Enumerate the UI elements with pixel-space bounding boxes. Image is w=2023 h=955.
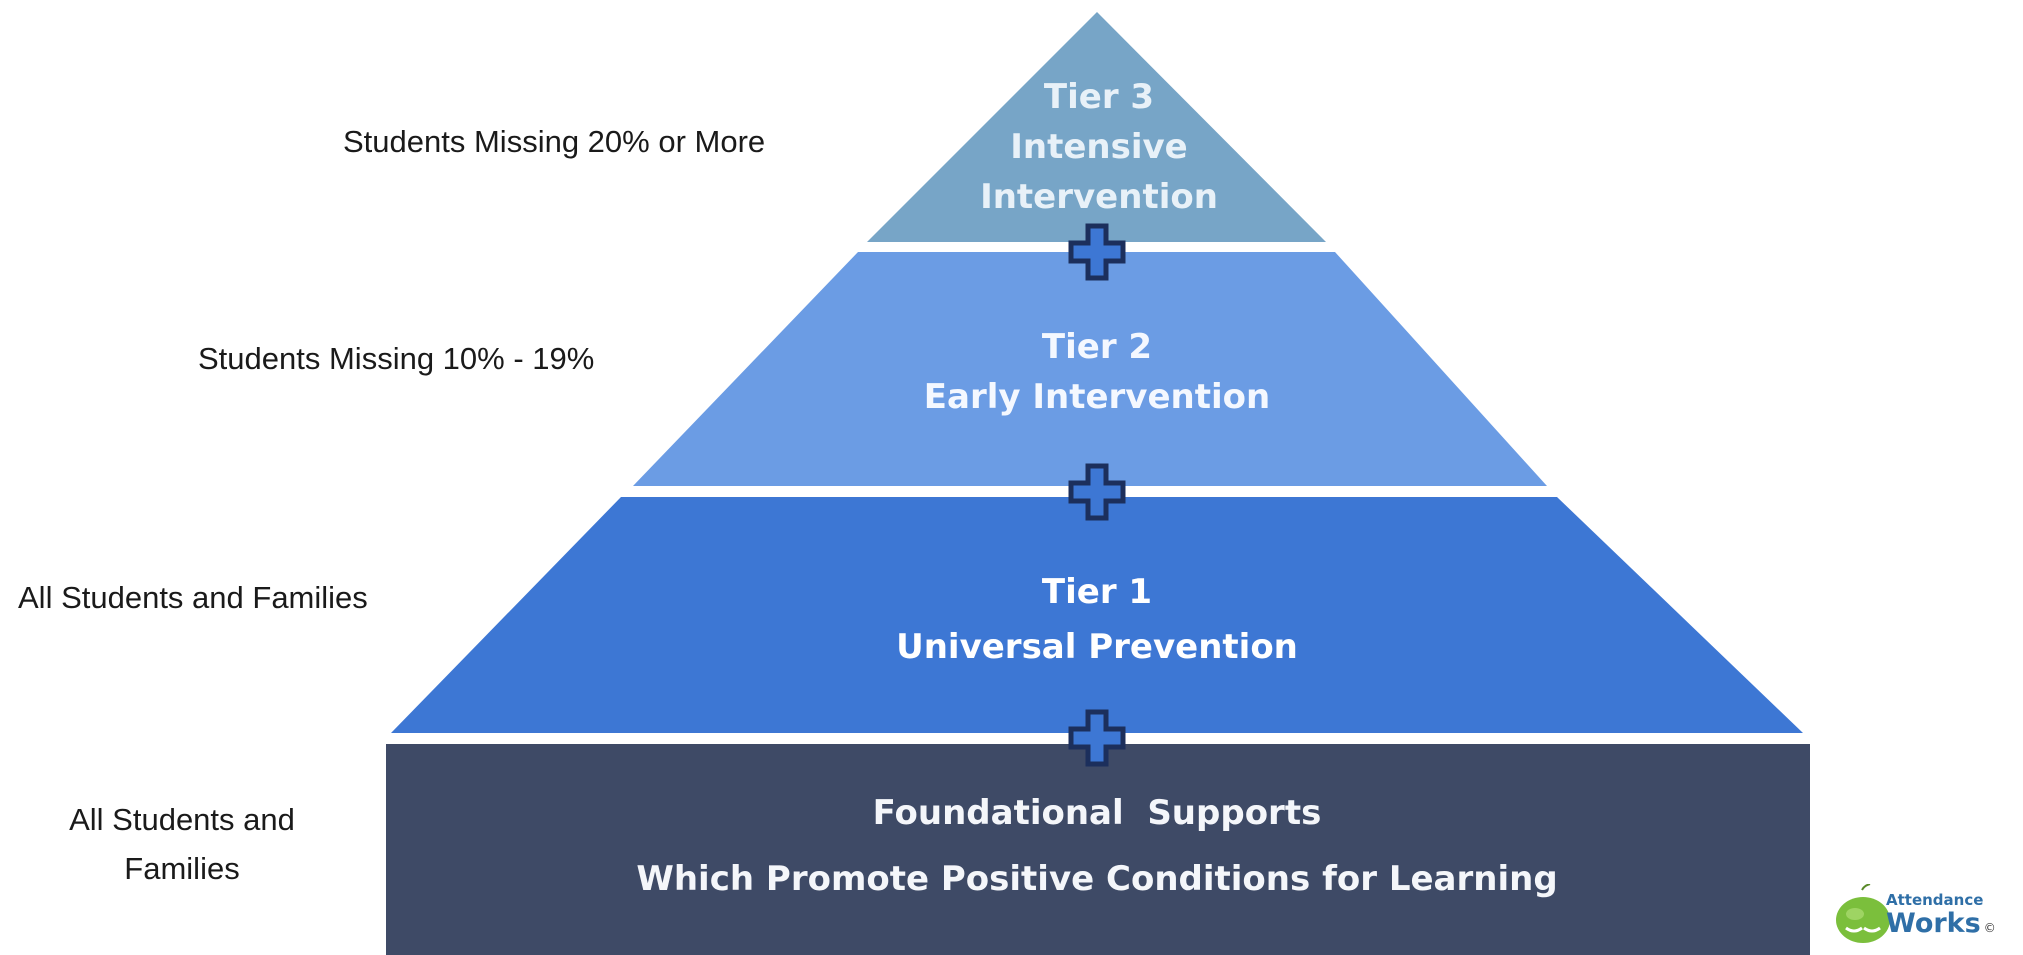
tier-3-side-label: Students Missing 20% or More — [343, 124, 766, 159]
tier-1-text: Tier 1 Universal Prevention — [896, 565, 1298, 675]
foundation-side-label: All Students and Families — [69, 802, 295, 886]
tier-3-shape — [867, 12, 1326, 242]
logo-line-1: Attendance — [1886, 891, 1984, 909]
apple-hands-icon — [1836, 884, 1890, 943]
tier-3-line-2: Intensive — [1010, 127, 1188, 167]
logo-line-2: Works — [1886, 908, 1981, 939]
attendance-works-logo: Attendance Works© — [1886, 891, 1996, 939]
foundation-line-2: Which Promote Positive Conditions for Le… — [636, 859, 1558, 899]
foundation-text: Foundational Supports Which Promote Posi… — [636, 780, 1557, 912]
foundation-title: Foundational Supports — [872, 793, 1322, 833]
logo-copyright-mark: © — [1983, 921, 1996, 935]
tier-1-side-label: All Students and Families — [18, 580, 368, 615]
tier-2-shape — [633, 252, 1547, 486]
tier-2-text: Tier 2 Early Intervention — [924, 322, 1270, 422]
plus-icon — [1068, 709, 1126, 767]
tier-1-shape — [391, 497, 1803, 733]
tier-3-line-3: Intervention — [980, 177, 1218, 217]
tier-2-title: Tier 2 — [1041, 327, 1153, 367]
tier-2-line-2: Early Intervention — [923, 377, 1271, 417]
tier-3-title: Tier 3 — [1043, 77, 1155, 117]
plus-icon — [1068, 463, 1126, 521]
foundation-shape — [386, 744, 1810, 955]
plus-icon — [1068, 223, 1126, 281]
tier-3-text: Tier 3 Intensive Intervention — [980, 72, 1218, 222]
tier-2-side-label: Students Missing 10% - 19% — [198, 341, 595, 376]
tier-1-line-2: Universal Prevention — [896, 627, 1298, 667]
tier-1-title: Tier 1 — [1041, 572, 1153, 612]
